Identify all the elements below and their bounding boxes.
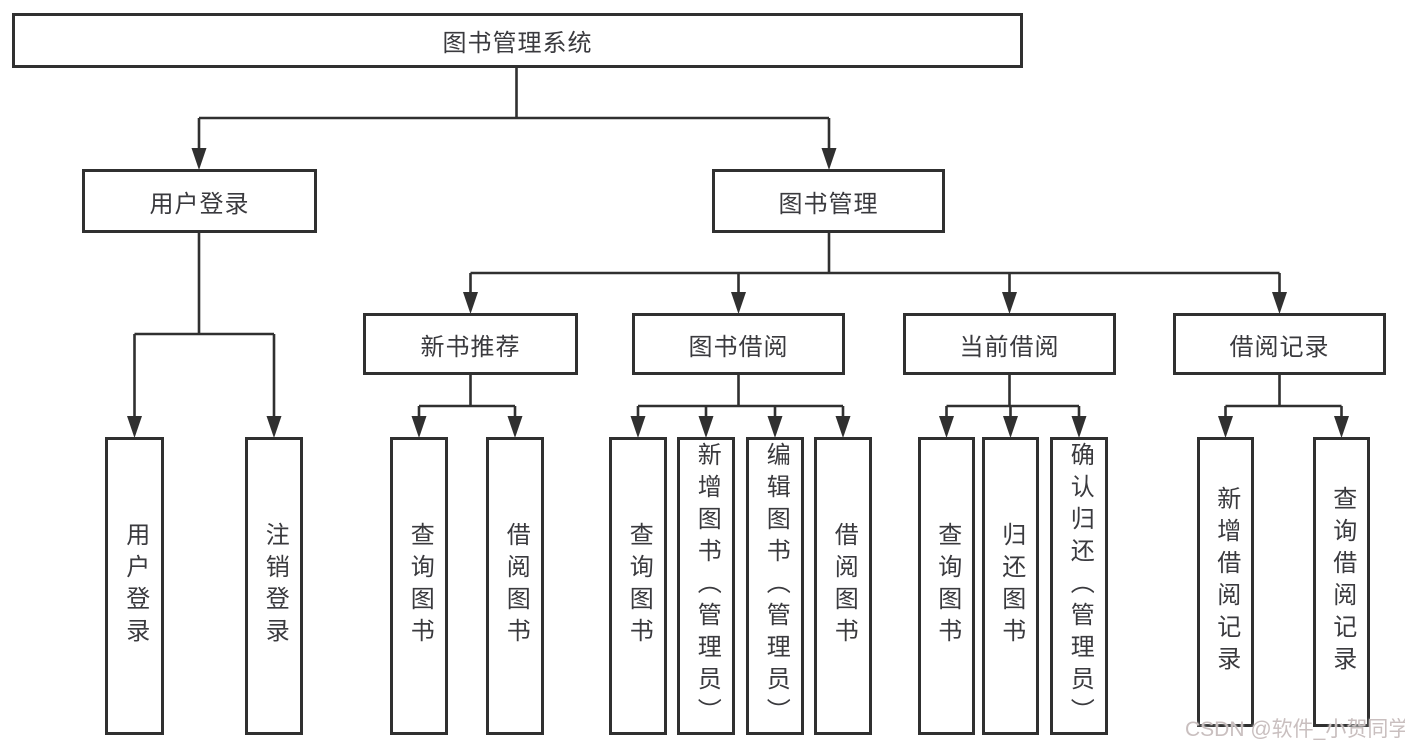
node-box-new-book-recommend: 新书推荐 — [363, 313, 578, 375]
node-box-borrow-records: 借阅记录 — [1173, 313, 1386, 375]
leaf-box-borrow-books-recommend: 借阅图书 — [486, 437, 544, 735]
leaf-label-confirm-return-admin: 确认归还（管理员） — [1066, 442, 1094, 730]
connector-bookmgmt-to-level3 — [469, 232, 1281, 296]
leaf-box-query-books-current: 查询图书 — [918, 437, 975, 735]
csdn-watermark: CSDN @软件_小贺同学 — [1185, 718, 1405, 741]
leaf-label-borrow-books-recommend: 借阅图书 — [502, 522, 530, 650]
connector-userlogin-to-leaves — [133, 232, 276, 420]
leaf-box-query-books-borrow: 查询图书 — [609, 437, 667, 735]
leaf-box-query-borrow-record: 查询借阅记录 — [1313, 437, 1370, 727]
leaf-label-user-login: 用户登录 — [121, 522, 149, 650]
connector-records-to-leaves — [1224, 374, 1343, 420]
node-box-book-management: 图书管理 — [712, 169, 945, 233]
node-box-current-borrow: 当前借阅 — [903, 313, 1116, 375]
leaf-label-add-book-admin: 新增图书（管理员） — [693, 442, 721, 730]
leaf-label-query-borrow-record: 查询借阅记录 — [1328, 486, 1356, 678]
leaf-label-borrow-books-borrow: 借阅图书 — [830, 522, 858, 650]
leaf-box-query-books-recommend: 查询图书 — [390, 437, 448, 735]
leaf-label-add-borrow-record: 新增借阅记录 — [1212, 486, 1240, 678]
node-box-user-login: 用户登录 — [82, 169, 317, 233]
connector-current-to-leaves — [945, 374, 1081, 420]
leaf-label-query-books-borrow: 查询图书 — [625, 522, 653, 650]
node-label-book-management: 图书管理 — [778, 190, 879, 218]
connector-borrow-to-leaves — [636, 374, 845, 420]
node-box-library-system: 图书管理系统 — [12, 13, 1023, 68]
leaf-label-query-books-current: 查询图书 — [933, 522, 961, 650]
leaf-box-logout: 注销登录 — [245, 437, 303, 735]
node-label-library-system: 图书管理系统 — [442, 30, 593, 57]
connector-root-to-level2 — [197, 68, 831, 150]
leaf-box-add-book-admin: 新增图书（管理员） — [677, 437, 735, 735]
node-label-current-borrow: 当前借阅 — [959, 333, 1060, 361]
node-box-book-borrow: 图书借阅 — [632, 313, 845, 375]
node-label-borrow-records: 借阅记录 — [1229, 333, 1330, 361]
node-label-book-borrow: 图书借阅 — [688, 333, 789, 361]
leaf-box-edit-book-admin: 编辑图书（管理员） — [746, 437, 804, 735]
leaf-label-return-book: 归还图书 — [997, 522, 1025, 650]
node-label-user-login: 用户登录 — [149, 190, 250, 218]
leaf-box-borrow-books-borrow: 借阅图书 — [814, 437, 872, 735]
leaf-box-confirm-return-admin: 确认归还（管理员） — [1050, 437, 1108, 735]
leaf-label-edit-book-admin: 编辑图书（管理员） — [762, 442, 790, 730]
leaf-label-query-books-recommend: 查询图书 — [406, 522, 434, 650]
leaf-box-return-book: 归还图书 — [982, 437, 1039, 735]
node-label-new-book-recommend: 新书推荐 — [420, 333, 521, 361]
connector-recommend-to-leaves — [417, 374, 517, 420]
leaf-box-add-borrow-record: 新增借阅记录 — [1197, 437, 1254, 727]
leaf-box-user-login: 用户登录 — [105, 437, 164, 735]
leaf-label-logout: 注销登录 — [261, 522, 289, 650]
